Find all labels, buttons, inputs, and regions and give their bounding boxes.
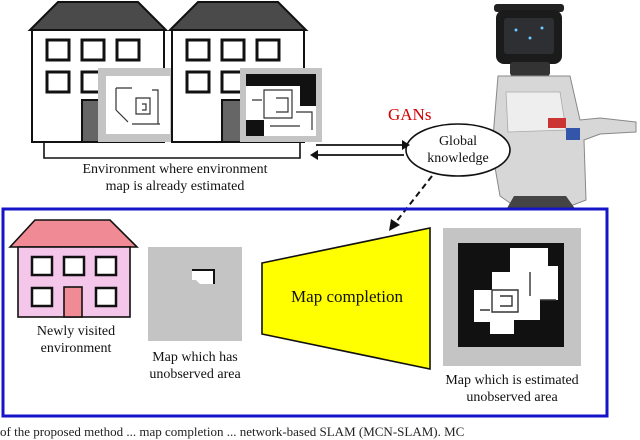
top-bracket xyxy=(43,143,301,159)
knowledge-exchange-arrows xyxy=(310,140,410,160)
newly-visited-label: Newly visited environment xyxy=(14,323,138,357)
knowledge-to-completion-arrow xyxy=(389,175,433,231)
newly-visited-line-2: environment xyxy=(40,341,112,356)
global-knowledge-node xyxy=(405,123,511,177)
cropped-caption-text: of the proposed method ... map completio… xyxy=(0,424,465,439)
map-unobserved-line-2: unobserved area xyxy=(149,367,241,382)
new-environment-frame xyxy=(1,207,609,418)
map-completion-label: Map completion xyxy=(291,287,403,306)
env-estimated-line-2: map is already estimated xyxy=(105,179,245,194)
map-unobserved-label: Map which has unobserved area xyxy=(136,349,254,383)
global-knowledge-line-1: Global xyxy=(438,134,478,149)
env-estimated-label: Environment where environment map is alr… xyxy=(60,161,290,195)
env-estimated-line-1: Environment where environment xyxy=(82,162,268,177)
map-estimated-line-2: unobserved area xyxy=(466,390,558,405)
robot-icon xyxy=(491,4,637,211)
global-knowledge-label: Global knowledge xyxy=(410,133,506,167)
map-estimated-label: Map which is estimated unobserved area xyxy=(420,372,604,406)
map-unobserved-line-1: Map which has xyxy=(152,350,238,365)
completed-map-tile xyxy=(443,228,581,366)
partial-map-tile xyxy=(148,247,242,341)
global-knowledge-line-2: knowledge xyxy=(427,151,489,166)
newly-visited-line-1: Newly visited xyxy=(36,324,116,339)
new-house xyxy=(8,219,139,318)
known-map-tile-2 xyxy=(240,68,322,142)
gans-label: GANs xyxy=(388,105,432,124)
map-estimated-line-1: Map which is estimated xyxy=(445,373,579,388)
known-map-tile-1 xyxy=(98,68,178,142)
map-completion-network xyxy=(261,227,431,370)
